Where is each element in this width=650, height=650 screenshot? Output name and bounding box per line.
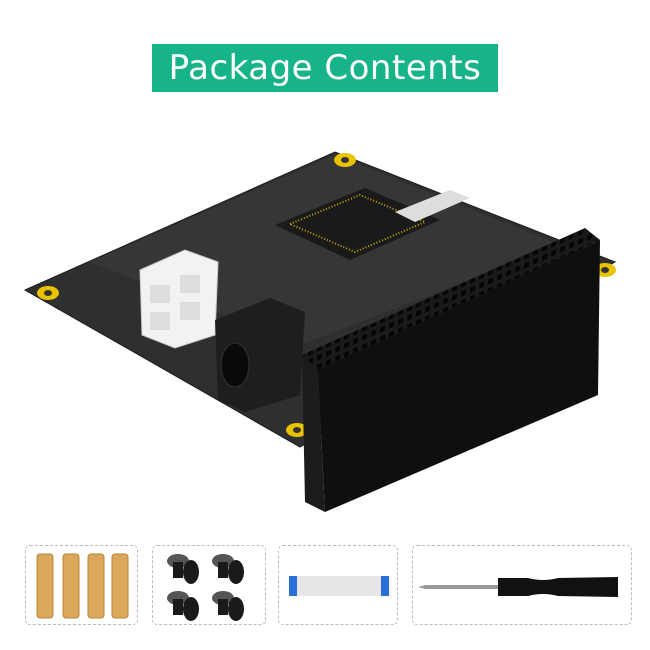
ribbon-cable-box — [278, 545, 398, 625]
mounting-hole-icon — [37, 153, 616, 437]
ffc-connector — [395, 190, 470, 222]
package-contents-banner: Package Contents — [152, 44, 498, 92]
pcie-slot — [275, 188, 440, 260]
screwdriver-icon — [418, 577, 618, 597]
gpio-header — [302, 228, 600, 512]
screws-box — [152, 545, 266, 625]
standoffs-box — [25, 545, 138, 625]
screw-icon — [167, 554, 244, 621]
brass-standoff-icon — [36, 553, 129, 619]
barrel-jack — [215, 298, 305, 412]
power-connector-white — [139, 249, 219, 349]
pcb-adapter-board — [23, 151, 617, 512]
screwdriver-box — [412, 545, 632, 625]
ffc-ribbon-cable-icon — [289, 576, 389, 596]
